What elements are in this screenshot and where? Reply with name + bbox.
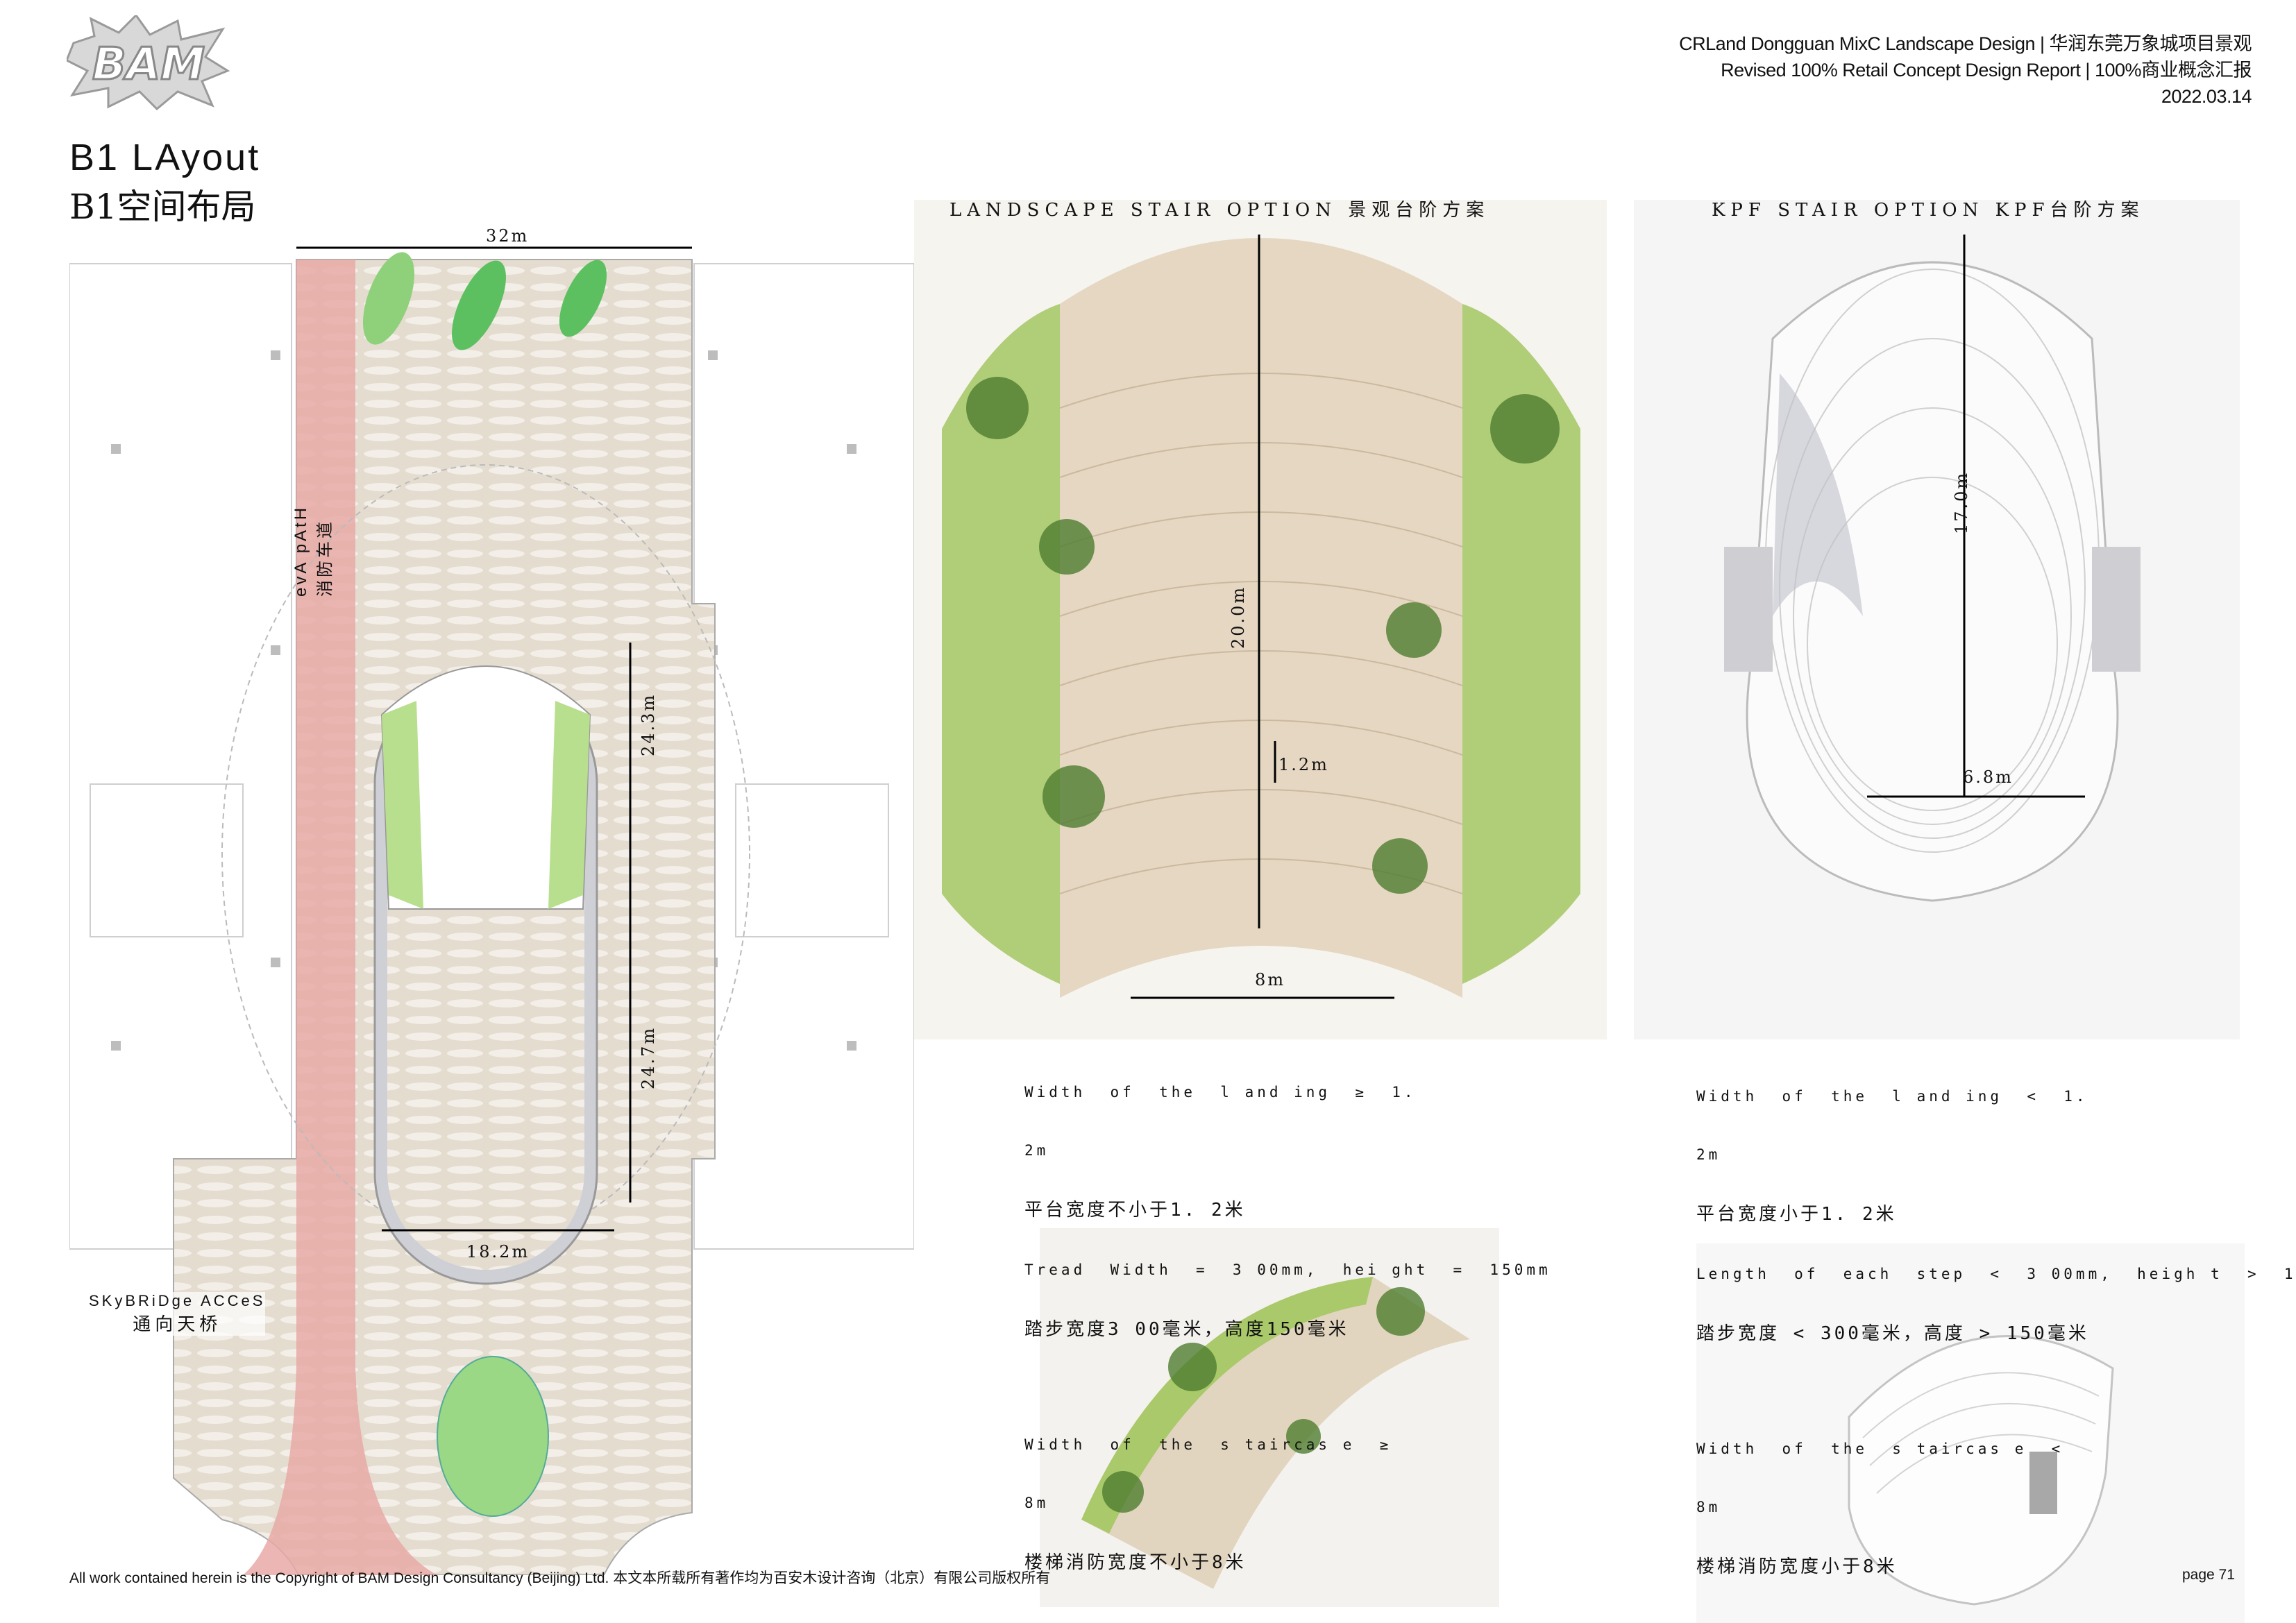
landscape-stair-render	[914, 200, 1607, 1039]
page-number: page 71	[2182, 1567, 2235, 1583]
skybridge-label-cn: 通向天桥	[133, 1314, 222, 1335]
landscape-length-dim: 20.0m	[1229, 585, 1248, 649]
spec-line: 平台宽度小于1. 2米	[1696, 1204, 1897, 1225]
kpf-stair-plan	[1724, 235, 2141, 902]
kpf-stair-perspective	[1696, 1243, 2245, 1623]
spec-line: 8m	[1024, 1495, 1049, 1511]
landscape-width-dim: 8m	[1255, 970, 1286, 989]
skybridge-label-en: SKyBRiDge ACCeS	[89, 1292, 266, 1309]
spec-line: 8m	[1696, 1499, 1721, 1515]
bam-logo: BAM	[67, 15, 230, 111]
kpf-option-title: KPF STAIR OPTION KPF台阶方案	[1712, 200, 2145, 221]
eva-path-label-en: evA pAtH	[292, 504, 310, 597]
spec-line: Width of the l and ing < 1.	[1696, 1088, 2088, 1105]
spec-line: Width of the s taircas e <	[1696, 1441, 2064, 1457]
kpf-stair-render	[1634, 200, 2240, 1039]
spec-line: 踏步宽度3 00毫米，高度150毫米	[1024, 1319, 1349, 1340]
oval-upper-dim: 24.3m	[639, 692, 658, 756]
eva-path-label: evA pAtH 消防车道	[292, 505, 335, 597]
copyright-footer: All work contained herein is the Copyrig…	[69, 1570, 1051, 1586]
page-title-cn: B1空间布局	[69, 187, 256, 227]
spec-line: 2m	[1024, 1142, 1049, 1159]
kpf-specs: Width of the l and ing < 1. 2m 平台宽度小于1. …	[1696, 1048, 2296, 1597]
landscape-perspective-render	[1081, 1277, 1470, 1589]
landscape-stair-perspective	[1040, 1228, 1499, 1607]
spec-line: Tread Width = 3 00mm, hei ght = 150mm	[1024, 1261, 1551, 1278]
oval-lower-dim: 24.7m	[639, 1026, 658, 1089]
kpf-perspective-render	[1848, 1335, 2114, 1606]
svg-text:BAM: BAM	[92, 39, 205, 90]
oval-width-dim: 18.2m	[466, 1242, 530, 1261]
spec-line: 楼梯消防宽度不小于8米	[1024, 1552, 1247, 1573]
spec-line: 楼梯消防宽度小于8米	[1696, 1556, 1898, 1577]
spec-line: 2m	[1696, 1146, 1721, 1163]
landscape-option-title: LANDSCAPE STAIR OPTION 景观台阶方案	[949, 200, 1490, 221]
landscape-landing-dim: 1.2m	[1278, 755, 1329, 774]
spec-line: 平台宽度不小于1. 2米	[1024, 1200, 1246, 1221]
report-title: Revised 100% Retail Concept Design Repor…	[1721, 60, 2252, 80]
skybridge-label: SKyBRiDge ACCeS 通向天桥	[89, 1292, 266, 1336]
eva-path-label-cn: 消防车道	[315, 519, 335, 597]
kpf-length-dim: 17.0m	[1952, 470, 1971, 534]
eva-path	[243, 260, 437, 1575]
project-title: CRLand Dongguan MixC Landscape Design | …	[1679, 33, 2252, 54]
landscape-specs: Width of the l and ing ≥ 1. 2m 平台宽度不小于1.…	[1024, 1044, 1551, 1593]
spec-line	[1696, 1384, 2296, 1400]
spec-line: Width of the l and ing ≥ 1.	[1024, 1084, 1417, 1101]
b1-layout-plan	[69, 246, 914, 1575]
logo-burst-icon: BAM	[67, 15, 230, 111]
report-date: 2022.03.14	[2161, 86, 2252, 107]
landscape-stair-plan	[942, 235, 1580, 999]
spec-line	[1024, 1379, 1551, 1396]
spec-line: Length of each step < 3 00mm, heigh t > …	[1696, 1266, 2296, 1282]
spec-line: Width of the s taircas e ≥	[1024, 1436, 1392, 1453]
plan-width-dim: 32m	[486, 226, 530, 246]
spec-line: 踏步宽度 < 300毫米，高度 > 150毫米	[1696, 1323, 2089, 1344]
kpf-width-dim: 6.8m	[1963, 767, 2014, 787]
page-title: B1 LAyout	[69, 137, 261, 178]
